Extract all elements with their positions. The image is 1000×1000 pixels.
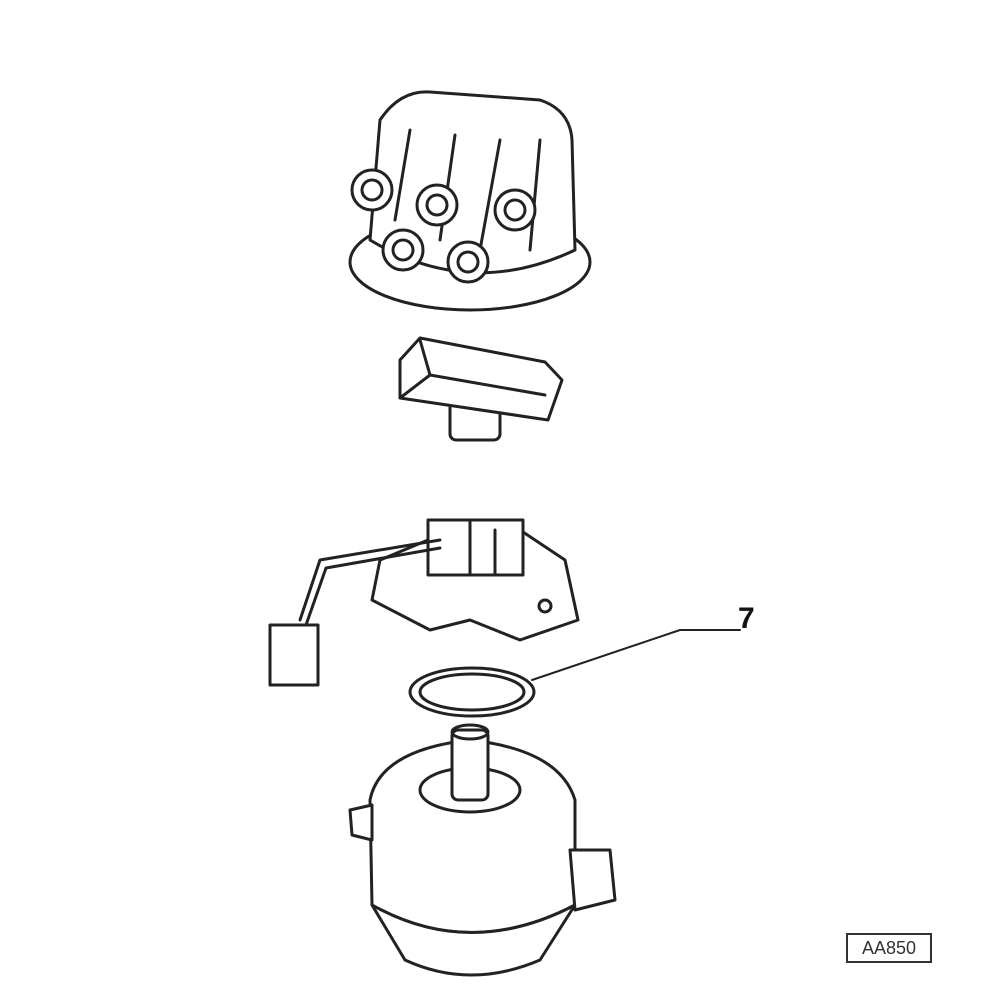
ignition-module (268, 518, 580, 687)
distributor-housing (348, 723, 617, 977)
callout-number: 7 (738, 602, 755, 635)
rotor (398, 336, 564, 442)
o-ring (408, 666, 536, 718)
reference-code-label: AA850 (846, 933, 932, 963)
callout-leader-line (531, 629, 741, 681)
distributor-cap (348, 90, 592, 312)
